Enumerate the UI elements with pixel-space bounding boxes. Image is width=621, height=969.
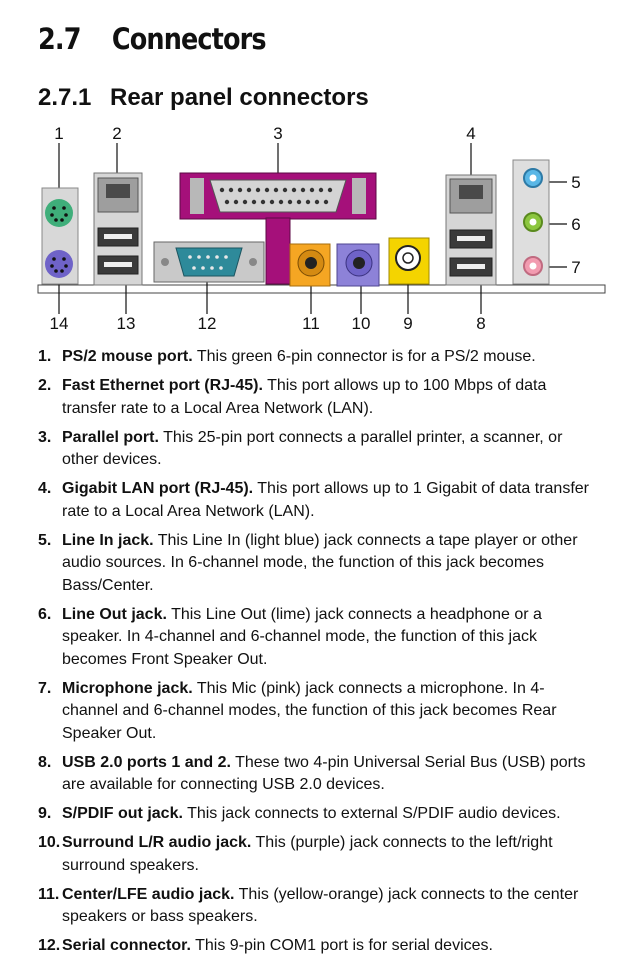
lan-usb-stack-right <box>445 174 497 286</box>
label-6: 6 <box>571 215 580 234</box>
item-number: 7. <box>38 679 52 697</box>
item-title: Surround L/R audio jack. <box>62 834 252 851</box>
list-item: 7. Microphone jack. This Mic (pink) jack … <box>38 678 598 746</box>
item-description: This port allows up to 100 Mbps of data … <box>62 377 547 417</box>
list-item: 11.Center/LFE audio jack. This (yellow-o… <box>38 884 598 929</box>
item-number: 2. <box>38 377 52 394</box>
item-description: This Line Out (lime) jack connects a hea… <box>62 605 542 668</box>
subsection-number: 2.7.1 <box>38 84 92 111</box>
list-item: 6. Line Out jack. This Line Out (lime) ja… <box>38 604 598 672</box>
label-4: 4 <box>466 124 475 143</box>
subsection-title: Rear panel connectors <box>110 84 369 111</box>
item-number: 9. <box>38 805 52 822</box>
item-description: These two 4-pin Universal Serial Bus (US… <box>62 753 586 794</box>
item-number: 4. <box>38 480 52 497</box>
item-description: This green 6-pin connector is for a PS/2… <box>192 348 536 365</box>
list-item: 10.Surround L/R audio jack. This (purple… <box>38 832 598 877</box>
section-number: 2.7 <box>38 22 81 56</box>
connector-list: 1. PS/2 mouse port. This green 6-pin conn… <box>38 346 598 964</box>
center-lfe-jack[interactable] <box>289 243 331 287</box>
item-description: This port allows up to 1 Gigabit of data… <box>62 480 589 520</box>
item-description: This 9-pin COM1 port is for serial devic… <box>190 937 493 954</box>
label-7: 7 <box>571 258 580 277</box>
lan-usb-stack-left <box>93 172 143 286</box>
surround-jack[interactable] <box>336 243 380 287</box>
item-number: 10. <box>38 834 61 851</box>
spdif-out-jack[interactable] <box>388 237 430 285</box>
subsection-heading: 2.7.1 Rear panel connectors <box>38 84 369 112</box>
item-description: This Mic (pink) jack connects a micropho… <box>62 679 557 742</box>
label-1: 1 <box>54 124 63 143</box>
list-item: 1. PS/2 mouse port. This green 6-pin conn… <box>38 346 598 369</box>
list-item: 3. Parallel port. This 25-pin port connec… <box>38 427 598 472</box>
item-number: 5. <box>38 531 52 549</box>
item-description: This 25-pin port connects a parallel pri… <box>62 428 563 469</box>
label-12: 12 <box>198 314 217 333</box>
list-item: 9. S/PDIF out jack. This jack connects to… <box>38 803 598 826</box>
item-number: 11. <box>38 885 60 903</box>
item-title: Fast Ethernet port (RJ-45). <box>62 377 263 394</box>
list-item: 8. USB 2.0 ports 1 and 2. These two 4-pin… <box>38 752 598 797</box>
item-title: Line Out jack. <box>62 605 167 623</box>
parallel-port[interactable] <box>179 172 377 285</box>
item-title: S/PDIF out jack. <box>62 805 183 822</box>
item-title: Line In jack. <box>62 531 154 549</box>
item-number: 12. <box>38 937 61 954</box>
item-title: Serial connector. <box>62 937 191 954</box>
audio-jack-stack <box>512 159 550 285</box>
label-14: 14 <box>50 314 69 333</box>
label-8: 8 <box>476 314 485 333</box>
label-3: 3 <box>273 124 282 143</box>
rear-panel-diagram: 1 2 3 4 5 6 7 14 13 12 11 10 9 8 <box>37 124 606 333</box>
serial-port[interactable] <box>153 241 265 283</box>
item-number: 8. <box>38 753 52 771</box>
ps2-port-stack <box>41 187 79 285</box>
item-number: 1. <box>38 348 52 365</box>
label-13: 13 <box>117 314 136 333</box>
list-item: 2. Fast Ethernet port (RJ-45). This port … <box>38 375 598 420</box>
label-9: 9 <box>403 314 412 333</box>
item-description: This jack connects to external S/PDIF au… <box>182 805 561 822</box>
list-item: 12.Serial connector. This 9-pin COM1 por… <box>38 935 598 958</box>
item-title: USB 2.0 ports 1 and 2. <box>62 753 231 771</box>
item-description: This (yellow-orange) jack connects to th… <box>62 885 579 926</box>
list-item: 5. Line In jack. This Line In (light blue… <box>38 530 598 598</box>
item-number: 6. <box>38 605 52 623</box>
item-title: Microphone jack. <box>62 679 193 697</box>
item-description: This (purple) jack connects to the left/… <box>62 834 553 874</box>
list-item: 4. Gigabit LAN port (RJ-45). This port al… <box>38 478 598 523</box>
item-title: Parallel port. <box>62 428 159 446</box>
item-title: Gigabit LAN port (RJ-45). <box>62 480 254 497</box>
label-2: 2 <box>112 124 121 143</box>
item-title: Center/LFE audio jack. <box>62 885 235 903</box>
item-number: 3. <box>38 428 52 446</box>
label-10: 10 <box>352 314 371 333</box>
item-title: PS/2 mouse port. <box>62 348 193 365</box>
section-heading: 2.7 Connectors <box>38 22 267 56</box>
section-title: Connectors <box>111 22 267 56</box>
item-description: This Line In (light blue) jack connects … <box>62 531 578 594</box>
label-5: 5 <box>571 173 580 192</box>
ps2-mouse-port[interactable] <box>45 199 73 227</box>
ps2-keyboard-port[interactable] <box>45 250 73 278</box>
label-11: 11 <box>302 314 320 333</box>
